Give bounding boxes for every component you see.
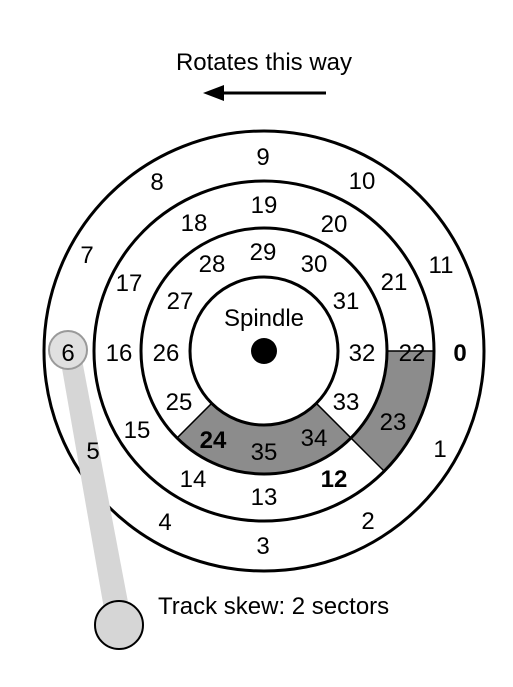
sector-label: 34 bbox=[301, 425, 328, 452]
sector-label: 2 bbox=[361, 508, 374, 535]
sector-label: 19 bbox=[251, 192, 278, 219]
sector-label: 31 bbox=[333, 288, 360, 315]
sector-label: 28 bbox=[199, 251, 226, 278]
sector-labels: 0123456789101112131415161718192021222324… bbox=[61, 144, 466, 560]
sector-label: 33 bbox=[333, 389, 360, 416]
sector-label: 16 bbox=[106, 340, 133, 367]
sector-label: 12 bbox=[321, 466, 348, 493]
sector-label: 17 bbox=[116, 270, 143, 297]
middle-track-ring bbox=[92, 179, 436, 523]
sector-label: 3 bbox=[256, 533, 269, 560]
hub-ring bbox=[188, 275, 340, 427]
arm-pivot-icon bbox=[94, 600, 144, 650]
sector-label: 10 bbox=[349, 168, 376, 195]
spindle-label: Spindle bbox=[224, 305, 304, 332]
sector-label: 13 bbox=[251, 484, 278, 511]
sector-label: 30 bbox=[301, 251, 328, 278]
sector-label: 20 bbox=[321, 211, 348, 238]
sector-label: 14 bbox=[180, 466, 207, 493]
sector-label: 29 bbox=[250, 239, 277, 266]
sector-label: 18 bbox=[181, 210, 208, 237]
sector-label: 24 bbox=[200, 427, 227, 454]
spindle-icon bbox=[251, 338, 277, 364]
sector-label: 35 bbox=[251, 439, 278, 466]
sector-label: 32 bbox=[349, 340, 376, 367]
sector-label: 0 bbox=[453, 340, 466, 367]
sector-label: 5 bbox=[86, 438, 99, 465]
sector-label: 27 bbox=[167, 288, 194, 315]
rotation-arrow-icon bbox=[203, 85, 326, 101]
inner-track-ring bbox=[139, 226, 389, 476]
outer-track-ring bbox=[42, 129, 486, 573]
sector-label: 8 bbox=[150, 169, 163, 196]
sector-label: 22 bbox=[399, 340, 426, 367]
disk-head-icon bbox=[48, 330, 88, 370]
sector-label: 23 bbox=[380, 409, 407, 436]
sector-label: 15 bbox=[124, 417, 151, 444]
skew-label: Track skew: 2 sectors bbox=[158, 593, 389, 620]
sector-label: 6 bbox=[61, 340, 74, 367]
disk-arm bbox=[60, 349, 131, 626]
sector-label: 7 bbox=[80, 242, 93, 269]
sector-label: 9 bbox=[256, 144, 269, 171]
sector-label: 11 bbox=[429, 252, 454, 279]
sector-label: 26 bbox=[153, 340, 180, 367]
sector-label: 21 bbox=[381, 269, 408, 296]
rotation-label: Rotates this way bbox=[176, 49, 352, 76]
sector-label: 1 bbox=[433, 436, 446, 463]
sector-label: 25 bbox=[166, 389, 193, 416]
sector-label: 4 bbox=[158, 509, 171, 536]
